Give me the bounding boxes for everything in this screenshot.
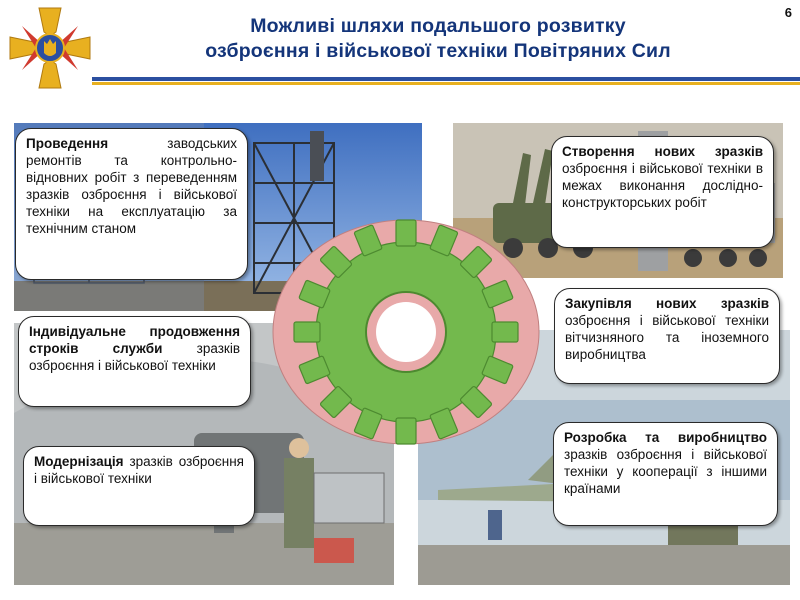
callout-extension-text: зразків озброєння і військової техніки (29, 341, 240, 373)
callout-extension-bold: Індивідуальне продовження строків служби (29, 324, 240, 356)
slide-title: Можливі шляхи подальшого розвитку озброє… (118, 14, 758, 64)
callout-new-samples-bold: Створення нових зразків (562, 144, 763, 159)
title-rule-blue (92, 77, 800, 81)
callout-repairs: Проведення заводських ремонтів та контро… (15, 128, 248, 280)
callout-modernization: Модернізація зразків озброєння і військо… (23, 446, 255, 526)
callout-extension: Індивідуальне продовження строків служби… (18, 316, 251, 407)
gear-icon (272, 219, 540, 445)
callout-modernization-bold: Модернізація (34, 454, 124, 469)
slide-title-line1: Можливі шляхи подальшого розвитку (250, 15, 626, 37)
callout-cooperation: Розробка та виробництво зразків озброєнн… (553, 422, 778, 526)
air-force-emblem-icon (9, 7, 91, 89)
callout-procurement: Закупівля нових зразків озброєння і війс… (554, 288, 780, 384)
page-number: 6 (784, 5, 792, 20)
callout-repairs-text: заводських ремонтів та контрольно-віднов… (26, 136, 237, 236)
title-rule-gold (92, 82, 800, 85)
callout-repairs-bold: Проведення (26, 136, 109, 151)
callout-modernization-text: зразків озброєння і військової техніки (34, 454, 244, 486)
slide-header: Можливі шляхи подальшого розвитку озброє… (0, 0, 800, 92)
callout-cooperation-text: зразків озброєння і військової техніки у… (564, 447, 767, 496)
callout-new-samples-text: озброєння і військової техніки в межах в… (562, 161, 763, 210)
slide-title-line2: озброєння і військової техніки Повітряни… (205, 40, 671, 62)
callout-procurement-bold: Закупівля нових зразків (565, 296, 769, 311)
callout-new-samples: Створення нових зразків озброєння і війс… (551, 136, 774, 248)
callout-cooperation-bold: Розробка та виробництво (564, 430, 767, 445)
callout-procurement-text: озброєння і військової техніки вітчизнян… (565, 313, 769, 362)
